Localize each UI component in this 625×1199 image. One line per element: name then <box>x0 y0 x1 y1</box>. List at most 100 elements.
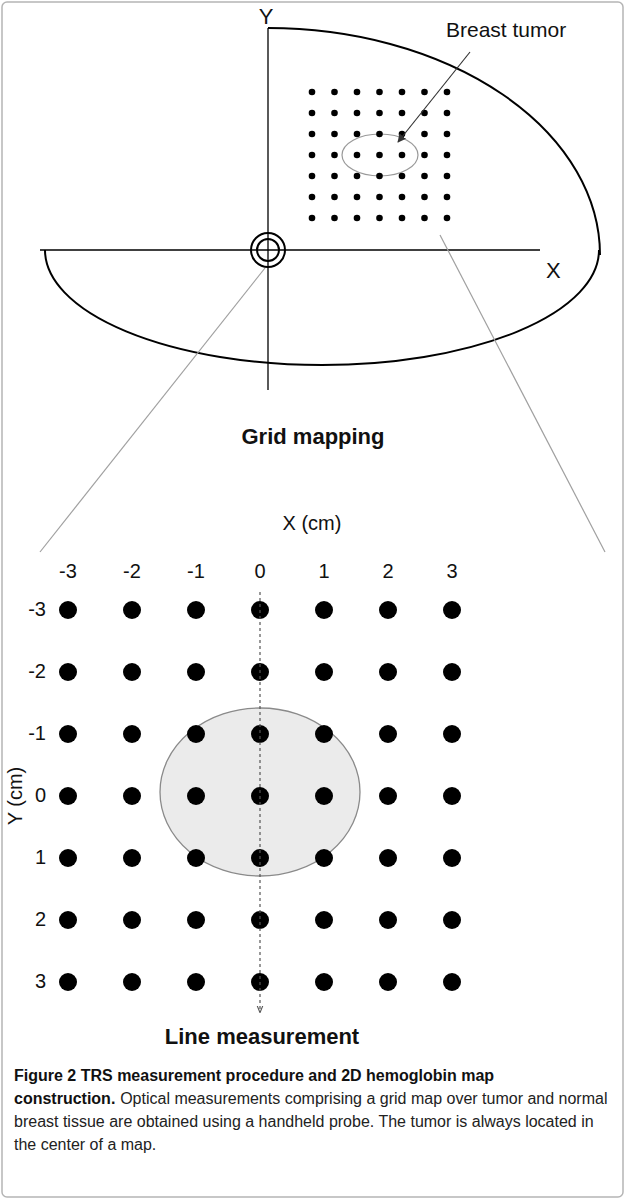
grid-dot <box>399 152 406 159</box>
grid-dot <box>443 849 461 867</box>
section-heading: Grid mapping <box>242 424 385 449</box>
y-axis <box>267 28 268 390</box>
grid-dot <box>187 725 205 743</box>
section-heading: Line measurement <box>165 1024 359 1049</box>
grid-dot <box>444 173 451 180</box>
grid-dot <box>315 663 333 681</box>
grid-dot <box>331 131 338 138</box>
axis-title: X (cm) <box>283 512 342 535</box>
zoom-line <box>40 268 265 552</box>
grid-dot <box>309 89 316 96</box>
grid-dot <box>376 152 383 159</box>
grid-dot <box>421 89 428 96</box>
tick-label: -1 <box>28 722 46 745</box>
grid-dot <box>354 173 361 180</box>
grid-dot <box>376 173 383 180</box>
grid-dot <box>309 173 316 180</box>
grid-dot <box>309 194 316 201</box>
grid-dot <box>379 601 397 619</box>
grid-dot <box>444 152 451 159</box>
grid-dot <box>376 89 383 96</box>
grid-dot <box>331 194 338 201</box>
tick-label: -2 <box>28 660 46 683</box>
grid-dot <box>354 194 361 201</box>
grid-dot <box>379 973 397 991</box>
caption-block: Figure 2 TRS measurement procedure and 2… <box>14 1064 610 1156</box>
measurement-line <box>259 592 260 1012</box>
grid-dot <box>331 110 338 117</box>
axis-title: Y (cm) <box>4 767 27 826</box>
grid-dot <box>444 110 451 117</box>
grid-dot <box>331 89 338 96</box>
grid-dot <box>187 787 205 805</box>
grid-dot <box>444 194 451 201</box>
grid-dot <box>309 131 316 138</box>
grid-dot <box>421 173 428 180</box>
grid-dot <box>354 110 361 117</box>
grid-dot <box>443 663 461 681</box>
grid-dot <box>315 787 333 805</box>
grid-dot <box>123 601 141 619</box>
breast-outline <box>45 250 599 365</box>
tick-label: 3 <box>446 560 457 583</box>
grid-dot <box>379 787 397 805</box>
grid-dot <box>421 110 428 117</box>
grid-dot <box>421 194 428 201</box>
callout-label: Breast tumor <box>446 18 566 42</box>
grid-dot <box>354 89 361 96</box>
grid-dot <box>399 173 406 180</box>
tick-label: 1 <box>318 560 329 583</box>
grid-dot <box>309 110 316 117</box>
grid-dot <box>59 849 77 867</box>
dot-grid <box>309 89 451 222</box>
grid-dot <box>309 152 316 159</box>
grid-dot <box>309 215 316 222</box>
pointer-arrow <box>398 52 470 142</box>
grid-dot <box>376 110 383 117</box>
grid-dot <box>59 973 77 991</box>
grid-dot <box>331 173 338 180</box>
tick-label: 1 <box>35 846 46 869</box>
grid-dot <box>59 601 77 619</box>
grid-dot <box>443 725 461 743</box>
grid-dot <box>331 215 338 222</box>
tick-label: 0 <box>254 560 265 583</box>
tick-label: 2 <box>35 908 46 931</box>
grid-dot <box>251 725 269 743</box>
grid-dot <box>399 194 406 201</box>
grid-dot <box>444 89 451 96</box>
tick-label: -2 <box>123 560 141 583</box>
grid-dot <box>443 911 461 929</box>
tick-label: 3 <box>35 970 46 993</box>
grid-dot <box>399 89 406 96</box>
grid-dot <box>331 152 338 159</box>
tick-label: -1 <box>187 560 205 583</box>
grid-dot <box>421 131 428 138</box>
grid-dot <box>444 215 451 222</box>
grid-dot <box>354 131 361 138</box>
grid-dot <box>443 601 461 619</box>
grid-dot <box>59 787 77 805</box>
x-axis <box>40 249 540 250</box>
grid-dot <box>123 663 141 681</box>
grid-dot <box>376 215 383 222</box>
zoom-line <box>440 235 605 552</box>
nipple-symbol <box>257 239 279 261</box>
grid-dot <box>376 131 383 138</box>
grid-dot <box>59 911 77 929</box>
grid-dot <box>379 911 397 929</box>
grid-dot <box>59 725 77 743</box>
grid-dot <box>315 973 333 991</box>
grid-dot <box>315 911 333 929</box>
grid-dot <box>187 849 205 867</box>
grid-dot <box>354 152 361 159</box>
grid-dot <box>187 663 205 681</box>
axis-label: Y <box>259 4 274 29</box>
nipple-symbol <box>251 233 285 267</box>
grid-dot <box>123 849 141 867</box>
grid-dot <box>251 911 269 929</box>
tick-label: 2 <box>382 560 393 583</box>
